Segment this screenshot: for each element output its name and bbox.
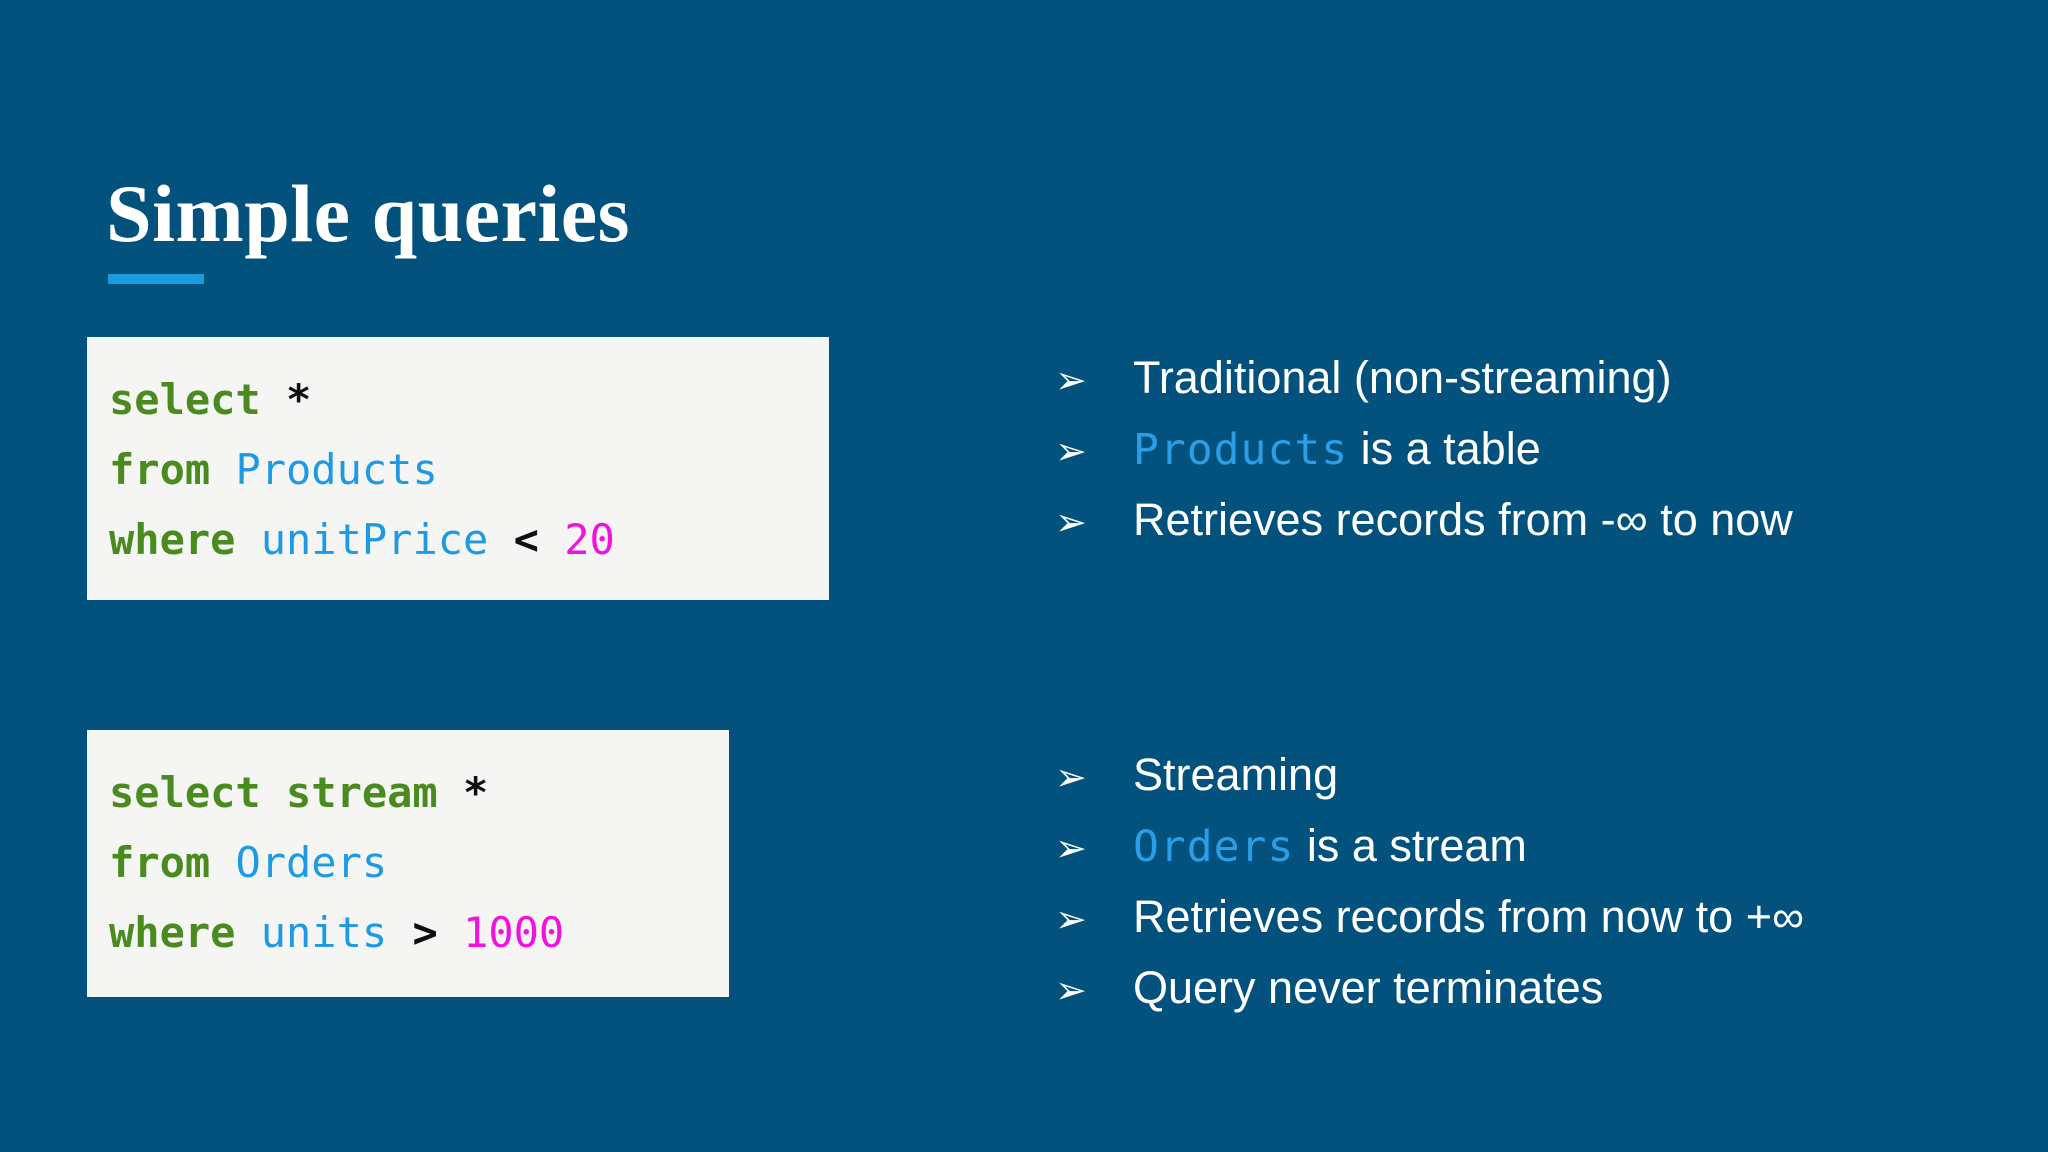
code-token-keyword: from [109, 445, 211, 494]
list-item: ➢ Query never terminates [1055, 965, 1804, 1036]
bullet-list-non-streaming-notes: ➢ Traditional (non-streaming) ➢ Products is… [1055, 355, 1793, 568]
code-token-identifier: Products [235, 445, 438, 494]
list-item-label: Products is a table [1133, 426, 1541, 472]
list-item-label: Streaming [1133, 752, 1338, 797]
code-token-plain [539, 515, 564, 564]
code-token-plain [488, 515, 513, 564]
code-line: select * [87, 365, 829, 435]
code-token-plain [210, 838, 235, 887]
code-token-keyword: where [109, 515, 236, 564]
arrowhead-bullet-icon: ➢ [1055, 757, 1087, 799]
code-line: from Products [87, 435, 829, 505]
inline-text: Traditional (non-streaming) [1133, 352, 1672, 403]
code-token-number: 20 [564, 515, 615, 564]
code-line: from Orders [87, 828, 729, 898]
page-title: Simple queries [106, 167, 631, 259]
list-item: ➢ Retrieves records from -∞ to now [1055, 497, 1793, 568]
code-token-plain [261, 375, 286, 424]
list-item-label: Query never terminates [1133, 965, 1603, 1010]
arrowhead-bullet-icon: ➢ [1055, 828, 1087, 870]
inline-text: is a table [1348, 423, 1541, 474]
code-token-identifier: unitPrice [260, 515, 489, 564]
arrowhead-bullet-icon: ➢ [1055, 431, 1087, 473]
code-line: where unitPrice < 20 [87, 505, 829, 575]
arrowhead-bullet-icon: ➢ [1055, 360, 1087, 402]
arrowhead-bullet-icon: ➢ [1055, 970, 1087, 1012]
list-item-label: Retrieves records from now to +∞ [1133, 894, 1804, 939]
code-token-identifier: Orders [235, 838, 388, 887]
code-token-operator: > [412, 908, 438, 957]
code-line: select stream * [87, 758, 729, 828]
code-line: where units > 1000 [87, 898, 729, 968]
code-token-operator: * [463, 768, 489, 817]
list-item: ➢ Traditional (non-streaming) [1055, 355, 1793, 426]
code-token-keyword: select [109, 375, 261, 424]
inline-text: is a stream [1294, 820, 1527, 871]
code-token-plain [235, 908, 260, 957]
bullet-list-streaming-notes: ➢ Streaming ➢ Orders is a stream ➢ Retrieves … [1055, 752, 1804, 1036]
arrowhead-bullet-icon: ➢ [1055, 502, 1087, 544]
inline-code-token: Products [1133, 425, 1349, 475]
inline-code-token: Orders [1133, 822, 1295, 872]
code-token-identifier: units [260, 908, 388, 957]
list-item: ➢ Streaming [1055, 752, 1804, 823]
title-accent-bar [108, 274, 204, 284]
code-token-number: 1000 [463, 908, 565, 957]
code-token-operator: * [286, 375, 312, 424]
code-token-keyword: where [109, 908, 236, 957]
list-item: ➢ Orders is a stream [1055, 823, 1804, 894]
list-item-label: Traditional (non-streaming) [1133, 355, 1672, 400]
code-token-plain [438, 768, 463, 817]
code-token-plain [438, 908, 463, 957]
code-token-keyword: from [109, 838, 211, 887]
inline-text: Retrieves records from -∞ to now [1133, 494, 1793, 545]
inline-text: Streaming [1133, 749, 1339, 800]
list-item-label: Retrieves records from -∞ to now [1133, 497, 1793, 542]
code-token-plain [235, 515, 260, 564]
list-item: ➢ Retrieves records from now to +∞ [1055, 894, 1804, 965]
code-token-keyword: select stream [109, 768, 438, 817]
inline-text: Retrieves records from now to +∞ [1133, 891, 1805, 942]
code-token-plain [210, 445, 235, 494]
code-token-operator: < [513, 515, 539, 564]
list-item: ➢ Products is a table [1055, 426, 1793, 497]
code-token-plain [387, 908, 412, 957]
inline-text: Query never terminates [1133, 962, 1604, 1013]
arrowhead-bullet-icon: ➢ [1055, 899, 1087, 941]
list-item-label: Orders is a stream [1133, 823, 1527, 869]
